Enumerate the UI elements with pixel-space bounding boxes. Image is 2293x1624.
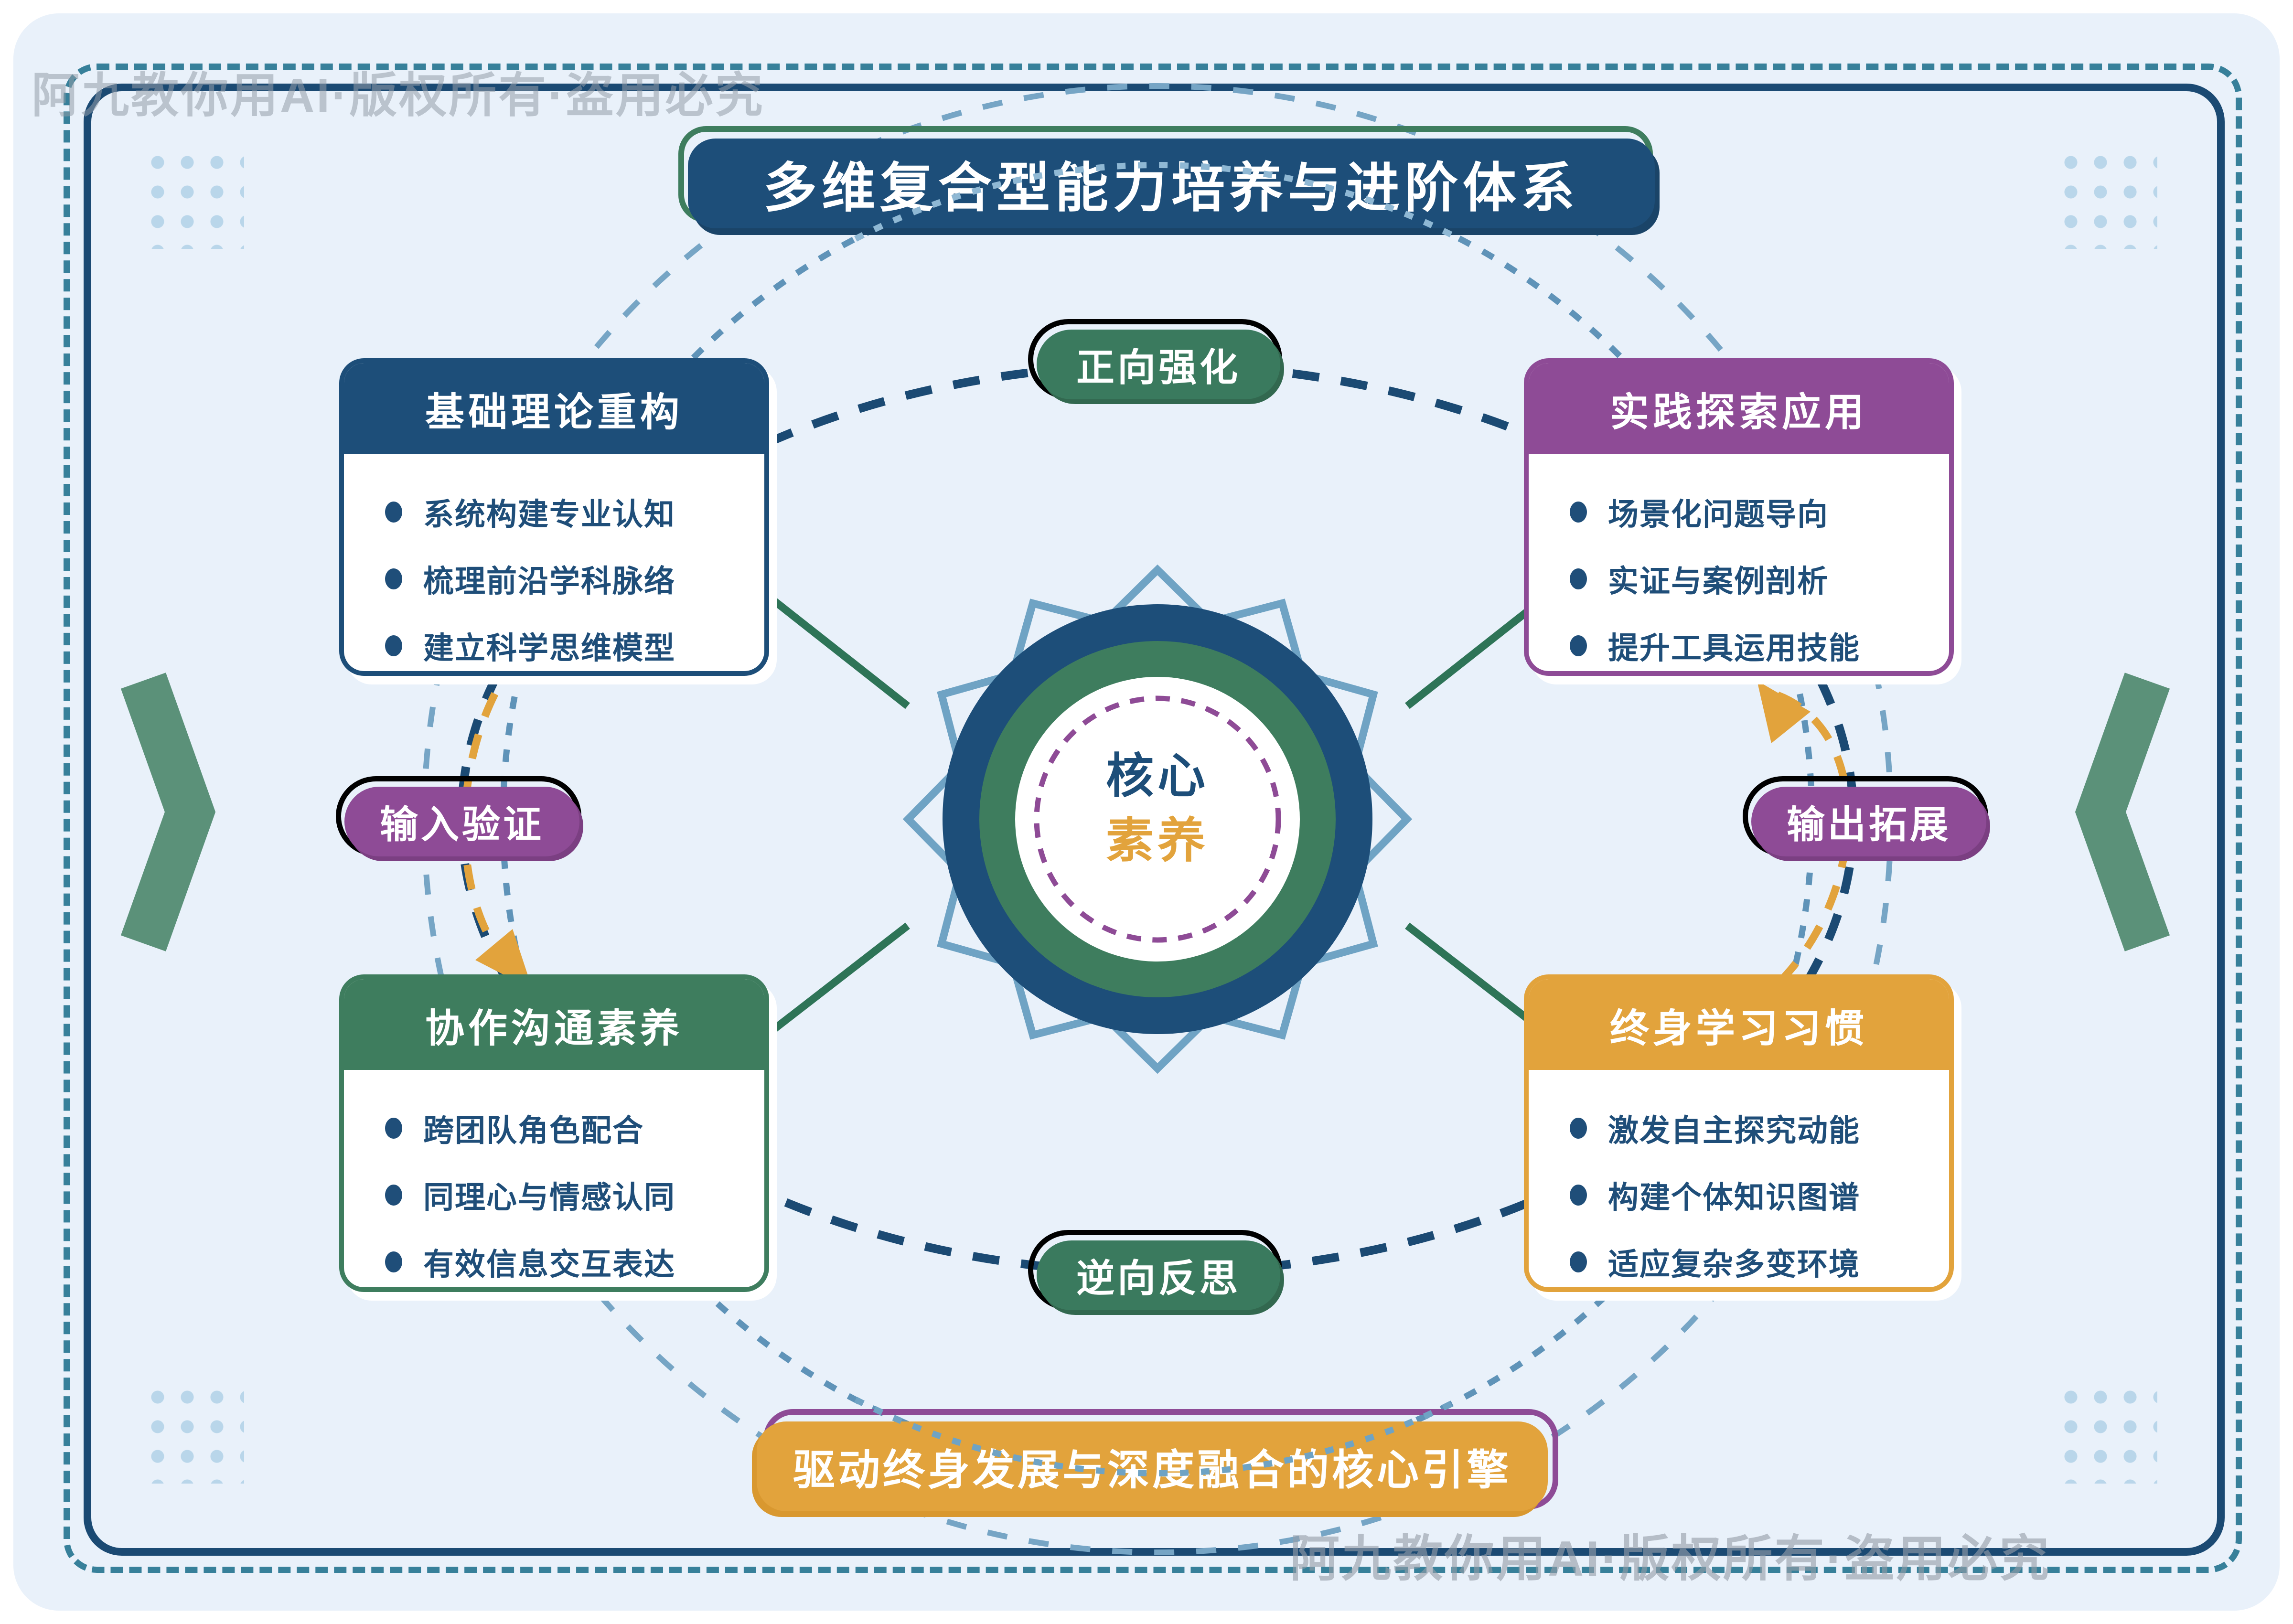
bullet-text: 激发自主探究动能 <box>1608 1113 1860 1148</box>
list-item: 有效信息交互表达 <box>385 1229 764 1295</box>
pill-label: 输入验证 <box>380 803 544 846</box>
pill-label: 正向强化 <box>1076 346 1241 389</box>
bullet-text: 梳理前沿学科脉络 <box>423 564 675 598</box>
bullet-dot-icon <box>385 1251 402 1272</box>
connector-bottom-left <box>761 922 910 1041</box>
dot-grid-top-left <box>143 148 244 249</box>
list-item: 梳理前沿学科脉络 <box>385 545 764 612</box>
pill-input-validation: 输入验证 <box>336 776 581 856</box>
list-item: 同理心与情感认同 <box>385 1162 764 1229</box>
bullet-dot-icon <box>385 635 402 656</box>
chevron-right-icon <box>120 673 216 951</box>
bullet-text: 实证与案例剖析 <box>1608 564 1829 598</box>
box-lifelong-learning: 终身学习习惯 激发自主探究动能 构建个体知识图谱 适应复杂多变环境 <box>1524 974 1954 1292</box>
bullet-text: 适应复杂多变环境 <box>1608 1247 1860 1282</box>
bullet-text: 建立科学思维模型 <box>423 631 675 665</box>
dot-grid-top-right <box>2056 148 2157 249</box>
bullet-dot-icon <box>1570 568 1587 589</box>
list-item: 建立科学思维模型 <box>385 612 764 679</box>
banner-text: 驱动终身发展与深度融合的核心引擎 <box>793 1446 1511 1494</box>
bullet-text: 有效信息交互表达 <box>423 1247 675 1282</box>
core-disc-white <box>1015 677 1300 962</box>
pill-reverse-reflection: 逆向反思 <box>1028 1230 1282 1310</box>
bullet-text: 提升工具运用技能 <box>1608 631 1860 665</box>
pill-label: 输出拓展 <box>1787 803 1951 846</box>
box-practice: 实践探索应用 场景化问题导向 实证与案例剖析 提升工具运用技能 <box>1524 358 1954 676</box>
orange-arrowhead-up-icon <box>1757 681 1811 743</box>
bullet-dot-icon <box>1570 502 1587 523</box>
bullet-dot-icon <box>1570 1185 1587 1206</box>
list-item: 跨团队角色配合 <box>385 1095 764 1162</box>
pill-output-expansion: 输出拓展 <box>1743 776 1988 856</box>
bullet-text: 跨团队角色配合 <box>423 1113 644 1148</box>
connector-top-left <box>761 589 910 709</box>
bullet-text: 同理心与情感认同 <box>423 1180 675 1215</box>
dot-grid-bottom-left <box>143 1382 244 1484</box>
title-banner: 多维复合型能力培养与进阶体系 <box>678 126 1655 228</box>
bullet-dot-icon <box>1570 1251 1587 1272</box>
core-label-line2: 素养 <box>1106 814 1209 867</box>
box-practice-header: 实践探索应用 <box>1529 363 1949 454</box>
title-box: 多维复合型能力培养与进阶体系 <box>688 139 1655 228</box>
bullet-text: 系统构建专业认知 <box>423 497 675 532</box>
bullet-dot-icon <box>385 502 402 523</box>
bullet-text: 构建个体知识图谱 <box>1608 1180 1860 1215</box>
core-label: 核心 素养 <box>1014 744 1301 873</box>
core-dashed-purple-circle <box>1034 695 1281 943</box>
list-item: 场景化问题导向 <box>1570 479 1949 545</box>
banner-box: 驱动终身发展与深度融合的核心引擎 <box>757 1421 1548 1511</box>
bullet-dot-icon <box>1570 1118 1587 1139</box>
core-label-line1: 核心 <box>1106 749 1209 803</box>
bullet-dot-icon <box>385 568 402 589</box>
page-title: 多维复合型能力培养与进阶体系 <box>763 158 1579 218</box>
list-item: 实证与案例剖析 <box>1570 545 1949 612</box>
watermark-bottom-right: 阿九教你用AI·版权所有·盗用必究 <box>1290 1531 2051 1587</box>
bullet-dot-icon <box>385 1185 402 1206</box>
list-item: 构建个体知识图谱 <box>1570 1162 1949 1229</box>
box-collaboration-title: 协作沟通素养 <box>425 1006 683 1050</box>
box-lifelong-learning-title: 终身学习习惯 <box>1609 1006 1868 1050</box>
box-theory: 基础理论重构 系统构建专业认知 梳理前沿学科脉络 建立科学思维模型 <box>339 358 769 676</box>
bullet-dot-icon <box>1570 635 1587 656</box>
box-practice-title: 实践探索应用 <box>1609 390 1868 434</box>
box-lifelong-learning-header: 终身学习习惯 <box>1529 979 1949 1070</box>
box-theory-title: 基础理论重构 <box>425 390 683 434</box>
chevron-left-icon <box>2075 673 2170 951</box>
bullet-text: 场景化问题导向 <box>1608 497 1829 532</box>
list-item: 提升工具运用技能 <box>1570 612 1949 679</box>
watermark-top-left: 阿九教你用AI·版权所有·盗用必究 <box>32 69 765 122</box>
box-collaboration-header: 协作沟通素养 <box>344 979 764 1070</box>
bottom-banner: 驱动终身发展与深度融合的核心引擎 <box>757 1409 1559 1519</box>
pill-positive-reinforcement: 正向强化 <box>1028 319 1282 399</box>
list-item: 适应复杂多变环境 <box>1570 1229 1949 1295</box>
pill-label: 逆向反思 <box>1076 1257 1241 1300</box>
box-collaboration: 协作沟通素养 跨团队角色配合 同理心与情感认同 有效信息交互表达 <box>339 974 769 1292</box>
box-theory-header: 基础理论重构 <box>344 363 764 454</box>
orange-flow-curve-right <box>1744 691 1852 1014</box>
dot-grid-bottom-right <box>2056 1382 2157 1484</box>
outer-dashed-border <box>64 64 2242 1573</box>
list-item: 激发自主探究动能 <box>1570 1095 1949 1162</box>
bullet-dot-icon <box>385 1118 402 1139</box>
list-item: 系统构建专业认知 <box>385 479 764 545</box>
